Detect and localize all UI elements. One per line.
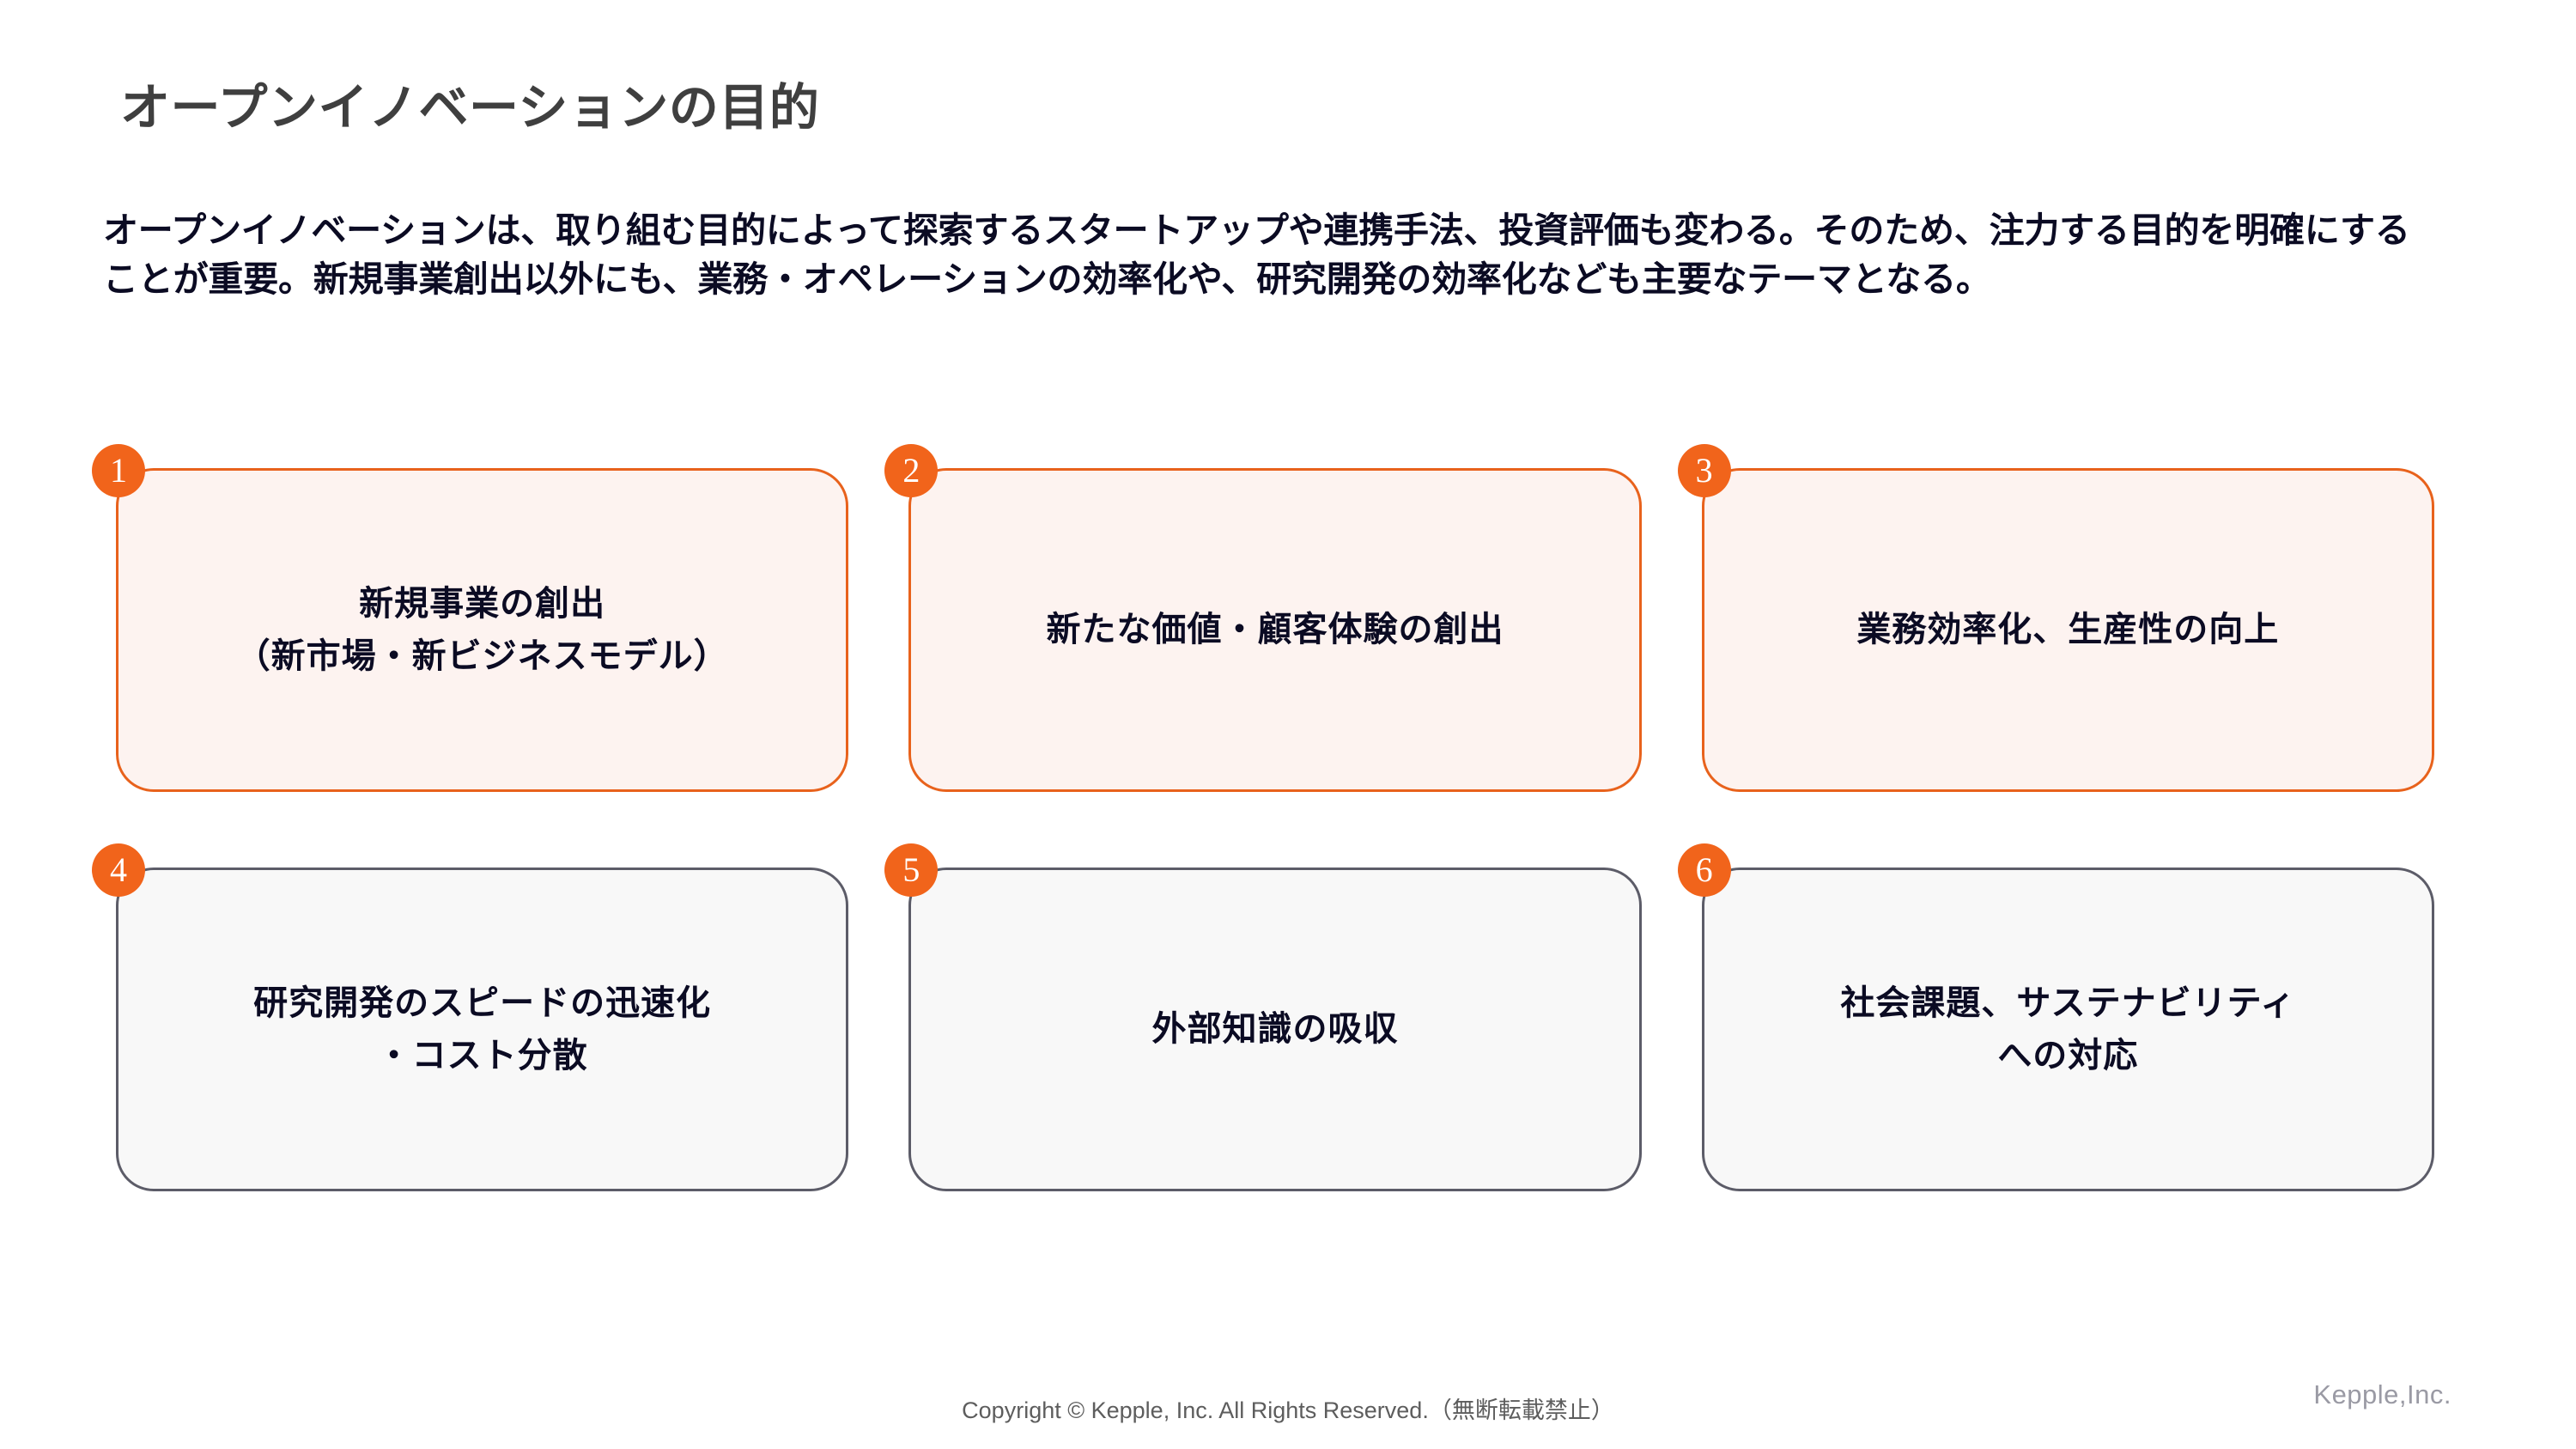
card-row-bottom: 4 研究開発のスピードの迅速化 ・コスト分散 5 外部知識の吸収 6 社会課題、… (92, 843, 2434, 1191)
card-label-2: 新たな価値・顧客体験の創出 (1046, 611, 1504, 649)
purpose-card-1[interactable]: 1 新規事業の創出 （新市場・新ビジネスモデル） (92, 444, 849, 792)
purpose-card-4[interactable]: 4 研究開発のスピードの迅速化 ・コスト分散 (92, 843, 849, 1191)
card-number-badge-6: 6 (1677, 843, 1731, 897)
purpose-card-grid: 1 新規事業の創出 （新市場・新ビジネスモデル） 2 新たな価値・顧客体験の創出… (92, 444, 2434, 1267)
card-label-4: 研究開発のスピードの迅速化 ・コスト分散 (253, 983, 712, 1075)
purpose-card-2[interactable]: 2 新たな価値・顧客体験の創出 (884, 444, 1642, 792)
footer-copyright: Copyright © Kepple, Inc. All Rights Rese… (962, 1397, 1614, 1423)
page-title: オープンイノベーションの目的 (120, 80, 820, 136)
card-label-5: 外部知識の吸収 (1151, 1010, 1399, 1049)
card-label-1: 新規事業の創出 （新市場・新ビジネスモデル） (235, 584, 729, 675)
card-row-top: 1 新規事業の創出 （新市場・新ビジネスモデル） 2 新たな価値・顧客体験の創出… (92, 444, 2434, 792)
card-number-badge-1: 1 (92, 444, 145, 497)
purpose-card-5[interactable]: 5 外部知識の吸収 (884, 843, 1642, 1191)
card-label-6: 社会課題、サステナビリティ への対応 (1840, 983, 2296, 1075)
title-accent-bar (0, 105, 79, 120)
lead-paragraph: オープンイノベーションは、取り組む目的によって探索するスタートアップや連携手法、… (103, 210, 2410, 299)
purpose-card-6[interactable]: 6 社会課題、サステナビリティ への対応 (1677, 843, 2434, 1191)
card-number-badge-5: 5 (884, 843, 939, 897)
card-number-badge-4: 4 (92, 843, 145, 897)
card-label-3: 業務効率化、生産性の向上 (1856, 611, 2280, 649)
card-number-badge-2: 2 (884, 444, 939, 497)
purpose-card-3[interactable]: 3 業務効率化、生産性の向上 (1677, 444, 2434, 792)
company-logo: Kepple,Inc. (2313, 1379, 2451, 1409)
card-number-badge-3: 3 (1677, 444, 1731, 497)
